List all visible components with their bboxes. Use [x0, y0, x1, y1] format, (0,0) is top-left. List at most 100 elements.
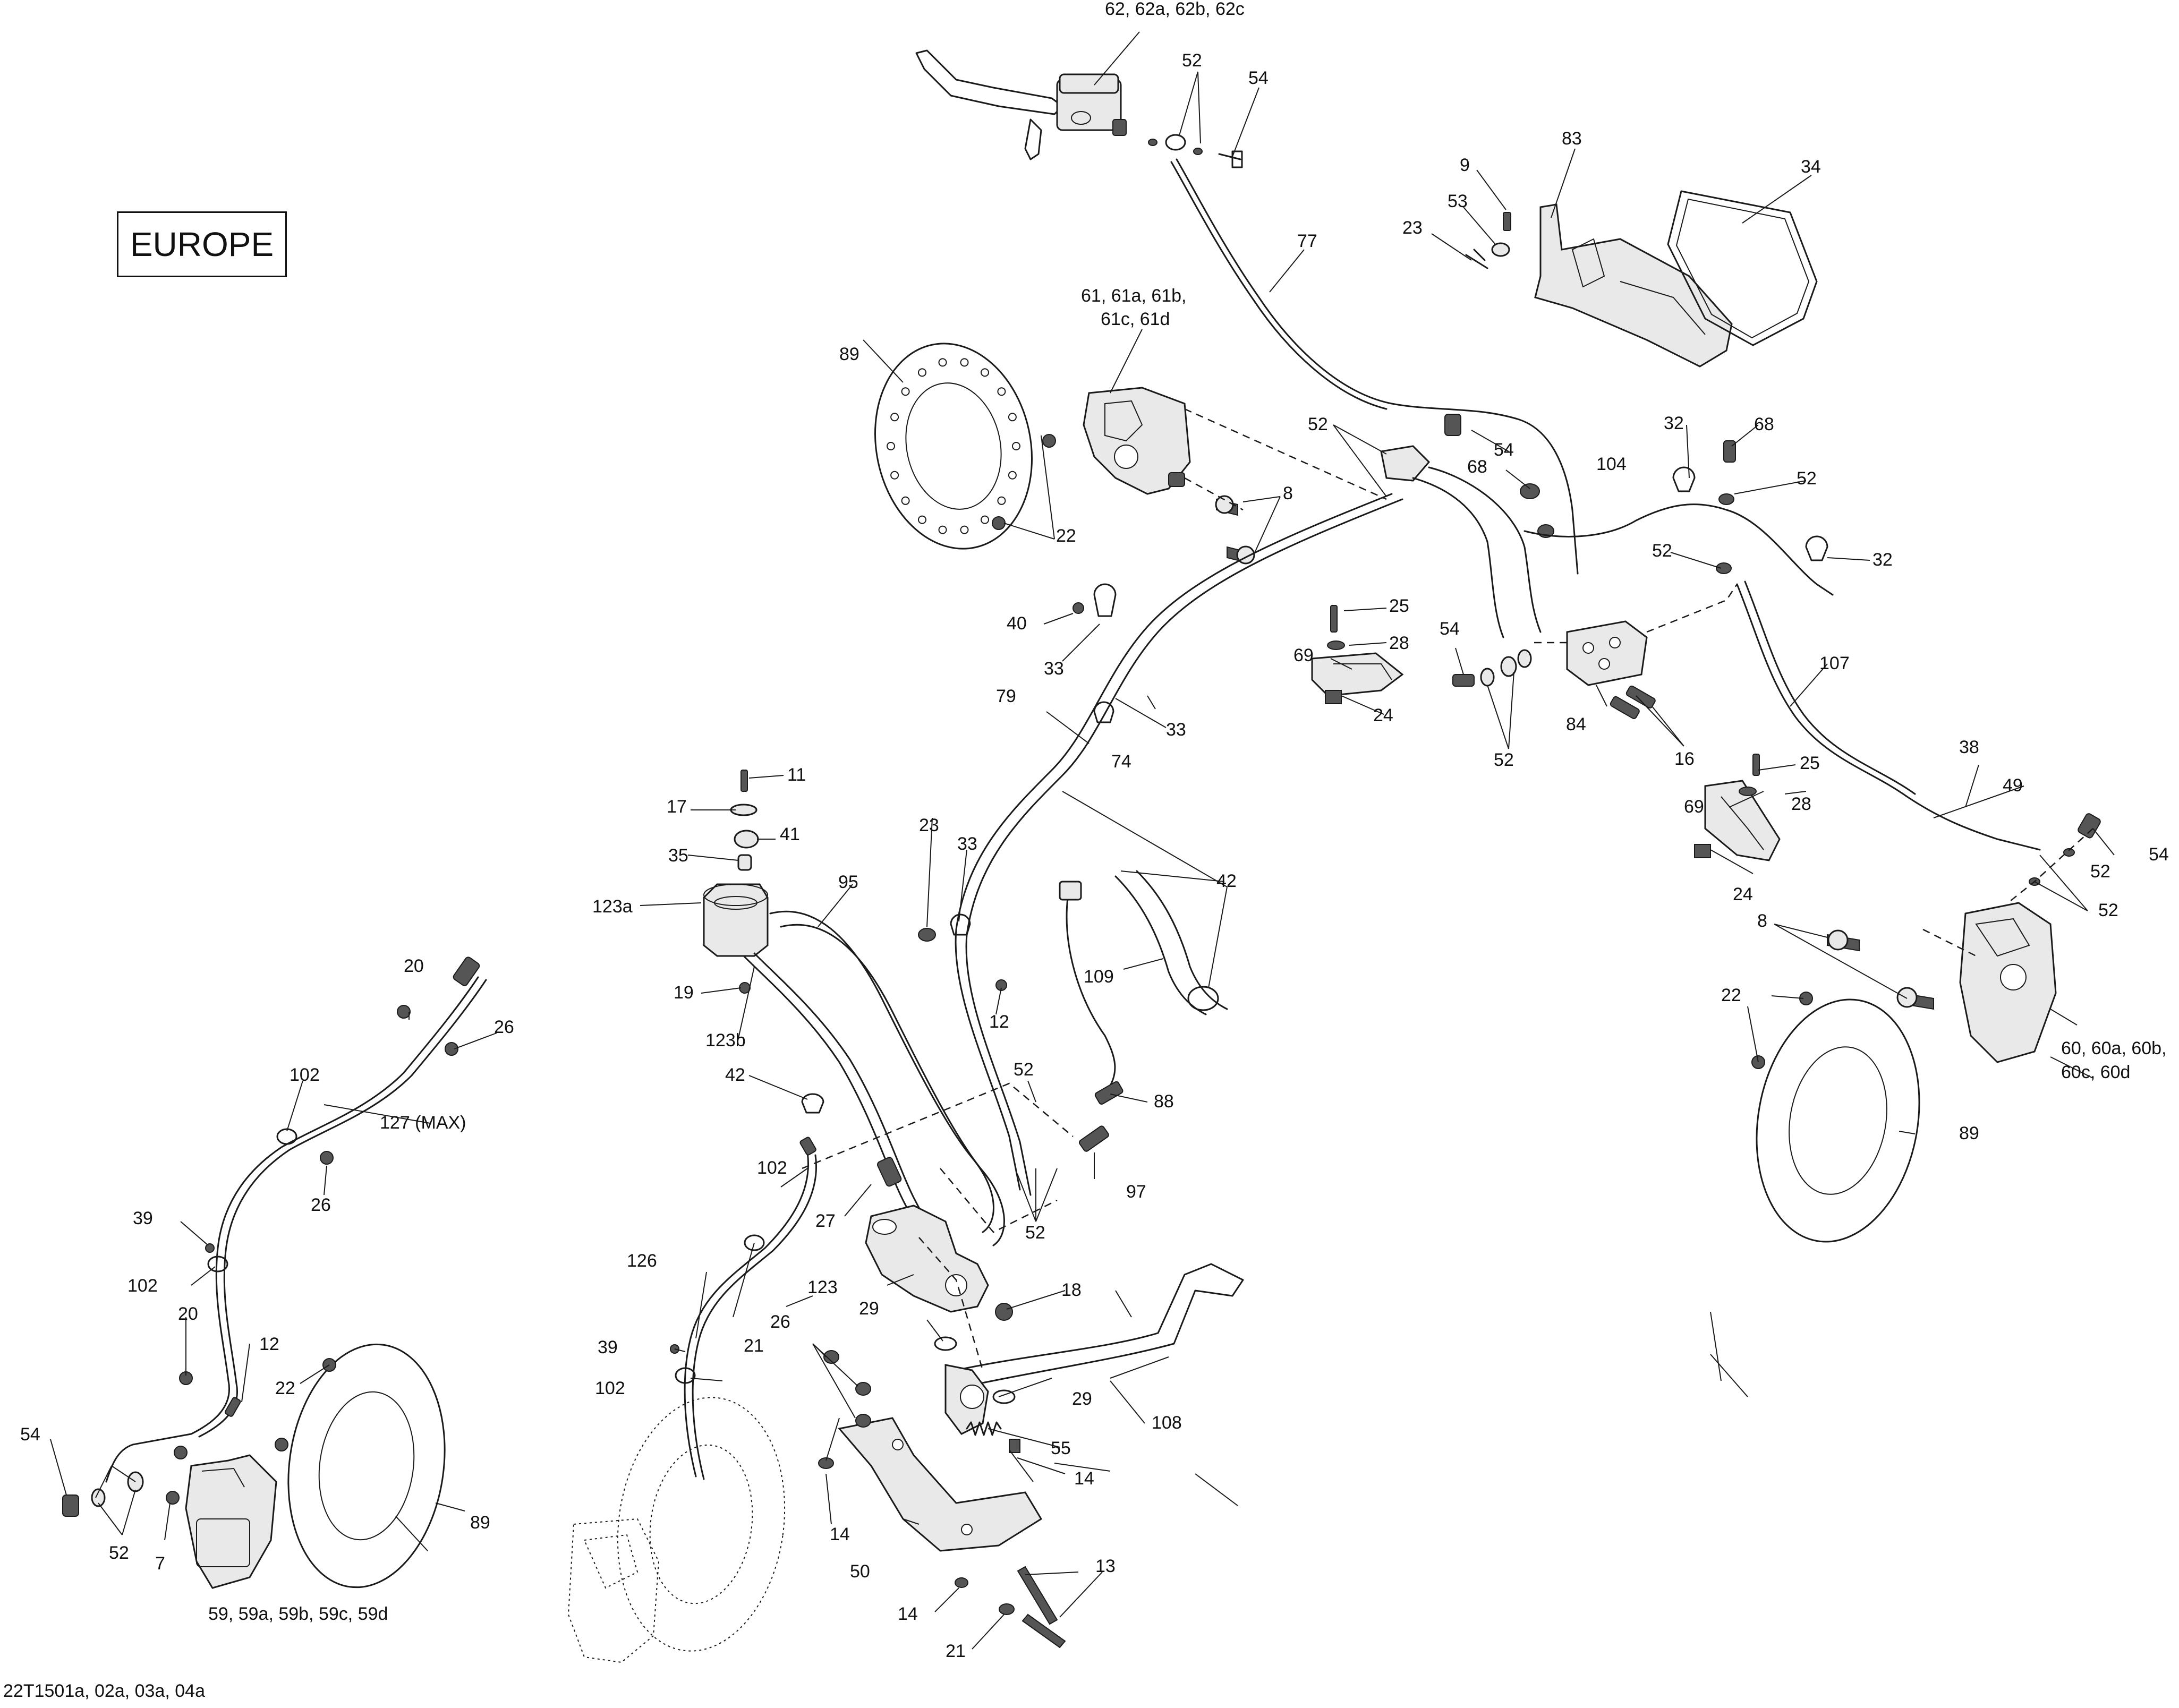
hose-95: [769, 910, 994, 1233]
sensor-wire-88: [1066, 896, 1116, 1095]
phantom-caliper-disc: [567, 1397, 786, 1663]
dash-caliper-60: [1922, 928, 1977, 957]
spring-55: [966, 1421, 1002, 1436]
callout-label: 49: [2003, 775, 2023, 796]
dash-right-fittings: [2007, 828, 2093, 903]
callout-label: 59, 59a, 59b, 59c, 59d: [208, 1604, 388, 1624]
callout-label: 123: [807, 1277, 838, 1297]
callout-label: 69: [1684, 797, 1704, 817]
gasket-34: [1667, 190, 1818, 346]
callout-label: 34: [1801, 157, 1821, 177]
callout-label: 26: [311, 1195, 331, 1215]
callout-label: 25: [1389, 596, 1409, 616]
disc-screws-22-upper: [992, 434, 1056, 530]
fitting-127-top: [453, 957, 480, 986]
callout-label: 52: [2098, 900, 2118, 920]
bolt-26-mid: [320, 1151, 334, 1165]
brake-line-77-parallel: [1170, 161, 1388, 410]
brake-line-to-abs-b: [1428, 466, 1542, 633]
abs-module-84: [1566, 620, 1656, 719]
callout-label: 102: [290, 1065, 320, 1085]
callout-label: 88: [1154, 1091, 1174, 1112]
callout-label: 33: [1166, 720, 1186, 740]
pedal-bracket-50: [818, 1350, 1066, 1649]
callout-label: 104: [1596, 454, 1627, 474]
brake-pedal-108: [934, 1263, 1244, 1435]
disc-hole: [981, 368, 989, 377]
callout-label: 41: [780, 824, 800, 844]
brake-disc-89-upper: [874, 343, 1033, 550]
callout-label: 55: [1051, 1438, 1071, 1458]
callout-label: 89: [470, 1513, 490, 1533]
disc-hole: [981, 515, 989, 524]
brake-line-104: [1523, 503, 1834, 596]
callout-label: 50: [850, 1561, 870, 1582]
disc-hole: [938, 358, 947, 367]
brake-line-126-outer: [692, 1154, 817, 1480]
callout-label: 97: [1126, 1182, 1146, 1202]
callout-label: 21: [744, 1336, 764, 1356]
callout-label: 52: [1797, 468, 1817, 489]
dash-master-left: [802, 1082, 1074, 1169]
brake-disc-89-right: [1751, 992, 1920, 1243]
abs-side-fittings: [1452, 649, 1532, 687]
brake-disc-89-left: [275, 1343, 446, 1589]
callout-label: 60, 60a, 60b,: [2061, 1038, 2167, 1058]
callout-label: 77: [1297, 231, 1317, 251]
callout-label: 35: [668, 846, 688, 866]
callout-label: 52: [2090, 861, 2110, 882]
bolt-12-left: [224, 1397, 241, 1417]
callout-label: 126: [627, 1251, 657, 1271]
disc-hole: [890, 413, 899, 422]
callout-label: 38: [1959, 737, 1979, 757]
callout-label: 28: [1791, 794, 1811, 814]
callout-label: 52: [1652, 541, 1672, 561]
callout-label: 54: [1494, 440, 1514, 460]
callout-label: 21: [946, 1641, 966, 1661]
callout-label: 42: [1216, 871, 1237, 891]
callout-label: 33: [957, 834, 977, 854]
callout-label: 52: [1308, 414, 1328, 434]
callout-label: 14: [830, 1524, 850, 1544]
callout-label: 102: [595, 1378, 625, 1398]
callout-label: 12: [259, 1334, 279, 1354]
disc-hole: [960, 525, 969, 534]
callout-label: 17: [667, 797, 687, 817]
callout-label: 22: [1056, 526, 1076, 546]
callout-label: 60c, 60d: [2061, 1062, 2130, 1082]
callout-label: 27: [815, 1211, 836, 1231]
callout-label: 68: [1467, 457, 1487, 477]
callout-label: 14: [1074, 1468, 1094, 1489]
callout-label: 107: [1819, 653, 1850, 673]
callout-label: 89: [839, 344, 859, 364]
callout-label: 20: [404, 956, 424, 976]
callout-label: 23: [1402, 218, 1423, 238]
callout-label: 8: [1757, 911, 1767, 931]
callout-label: 40: [1007, 613, 1027, 634]
callout-label: 18: [1061, 1280, 1082, 1300]
disc-hole: [887, 442, 895, 450]
callout-labels: 62, 62a, 62b, 62c 52 54 83 34 9 53 23 77…: [20, 0, 2169, 1661]
callout-label: 61, 61a, 61b,: [1081, 286, 1187, 306]
fitting-126-top: [799, 1137, 816, 1156]
sensor-88: [1094, 1081, 1123, 1105]
bolt-26-upper: [445, 1042, 458, 1056]
callout-label: 52: [1025, 1223, 1045, 1243]
brake-line-74: [965, 498, 1403, 1196]
master-cylinder-123: [865, 1157, 1013, 1321]
callout-label: 54: [1248, 68, 1269, 88]
callout-label: 123a: [592, 896, 633, 917]
callout-label: 53: [1448, 191, 1468, 211]
dash-bolts-8-upper: [1184, 477, 1244, 511]
region-label: EUROPE: [117, 211, 287, 277]
clips-32: [1672, 440, 1828, 574]
callout-label: 52: [1494, 750, 1514, 770]
disc-hole: [901, 387, 910, 396]
callout-label: 23: [919, 815, 939, 835]
bolts-9-53-23: [1465, 212, 1511, 269]
brake-line-77: [1176, 158, 1579, 575]
caliper-61: [1083, 387, 1191, 495]
callout-label: 102: [757, 1158, 787, 1178]
fitting-97: [1078, 1125, 1109, 1152]
dash-abs-to-104: [1646, 584, 1738, 633]
